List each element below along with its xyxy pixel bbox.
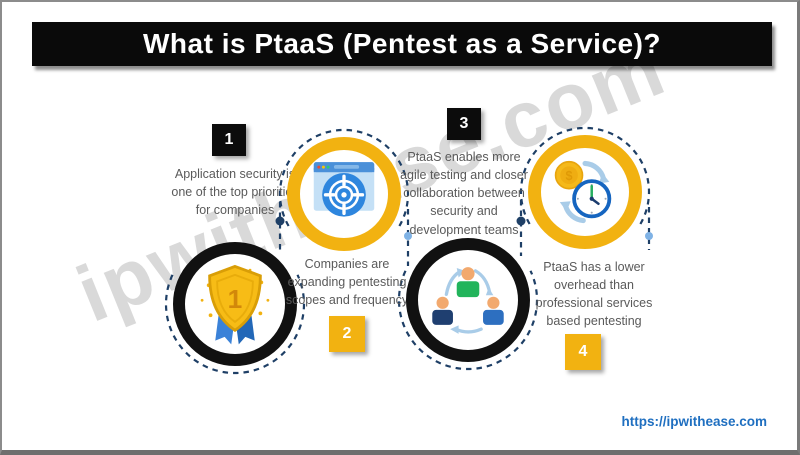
step-2-circle	[287, 137, 401, 251]
step-4-number-badge: 4	[565, 334, 601, 370]
step-3-number: 3	[459, 115, 469, 132]
step-2-number-badge: 2	[329, 316, 365, 352]
step-3-text: PtaaS enables more agile testing and clo…	[400, 150, 528, 237]
footer-website-link[interactable]: https://ipwithease.com	[621, 414, 767, 429]
step-3-circle	[406, 238, 530, 362]
chain-dot	[645, 232, 653, 240]
time-cost-icon: $	[554, 160, 612, 224]
step-4-text: PtaaS has a lower overhead than professi…	[535, 260, 653, 329]
step-2-number: 2	[342, 325, 352, 342]
step-1-number-badge: 1	[212, 124, 246, 156]
award-shield-icon: 1	[200, 264, 270, 345]
step-4-circle: $	[528, 135, 642, 249]
step-1-number: 1	[224, 131, 234, 148]
svg-text:$: $	[566, 169, 573, 183]
browser-target-icon	[313, 162, 375, 217]
svg-text:1: 1	[228, 284, 243, 314]
page-title: What is PtaaS (Pentest as a Service)?	[32, 22, 772, 66]
step-4-number: 4	[578, 343, 588, 360]
step-1-text: Application security is one of the top p…	[171, 167, 299, 218]
team-collaboration-icon	[432, 267, 504, 334]
step-2-text: Companies are expanding pentesting scope…	[285, 257, 409, 308]
step-3-number-badge: 3	[447, 108, 481, 140]
